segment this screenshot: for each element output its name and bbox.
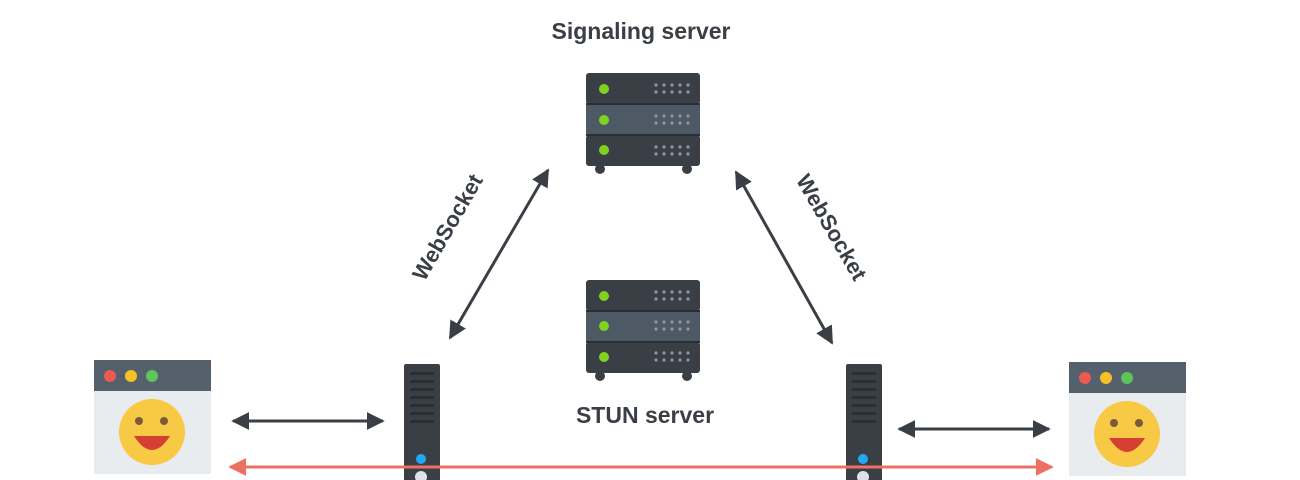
websocket-label-left: WebSocket — [407, 169, 488, 284]
websocket-label-right: WebSocket — [791, 170, 872, 285]
websocket-arrow-left — [448, 168, 550, 340]
signaling-server-icon — [586, 73, 700, 174]
stun-server-icon — [586, 280, 700, 381]
right-browser-window-icon — [1069, 362, 1186, 476]
signaling-server-label: Signaling server — [552, 18, 731, 44]
left-smiley-face-icon — [119, 399, 185, 465]
left-browser-window-icon — [94, 360, 211, 474]
websocket-arrow-right — [734, 170, 834, 345]
right-smiley-face-icon — [1094, 401, 1160, 467]
right-tower-server-icon — [846, 364, 882, 480]
left-tower-server-icon — [404, 364, 440, 480]
stun-server-label: STUN server — [576, 402, 714, 428]
